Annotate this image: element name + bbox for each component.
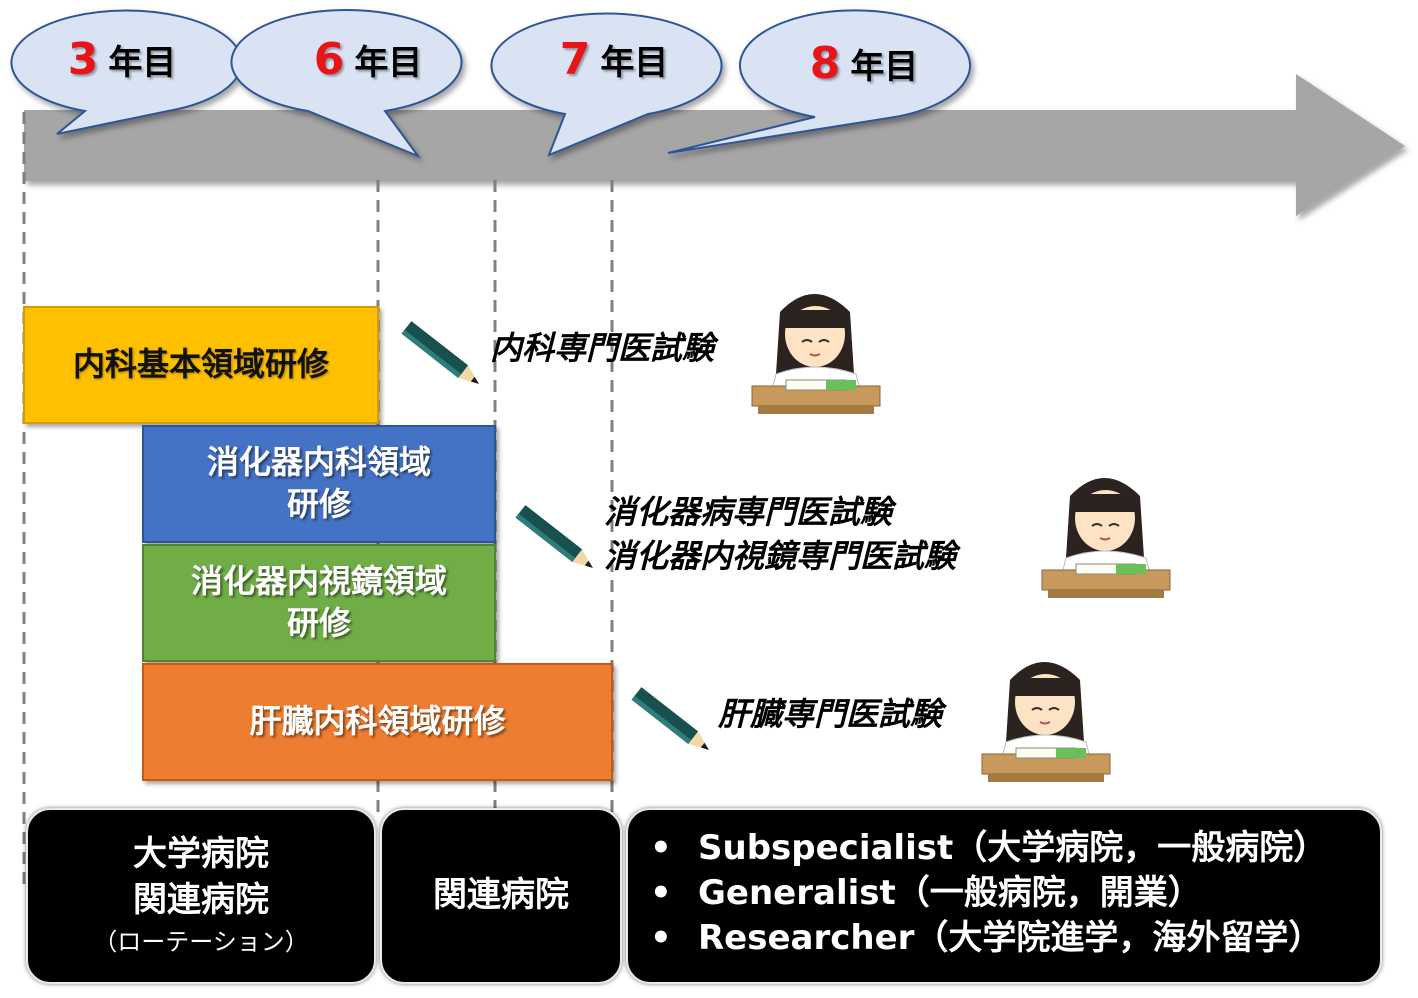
year-label-3: 3 年目 bbox=[52, 34, 192, 85]
year-number: 7 bbox=[560, 34, 591, 85]
training-endoscopy-label: 消化器内視鏡領域 研修 bbox=[191, 561, 447, 644]
year-unit: 年目 bbox=[850, 39, 918, 88]
student-studying-icon bbox=[1042, 478, 1170, 598]
training-basic-label: 内科基本領域研修 bbox=[73, 344, 329, 386]
career-list: • Subspecialist（大学病院，一般病院） • Generalist（… bbox=[650, 826, 1327, 961]
list-item: • Researcher（大学院進学，海外留学） bbox=[650, 916, 1327, 961]
year-unit: 年目 bbox=[600, 35, 668, 84]
year-number: 6 bbox=[314, 34, 345, 85]
year-number: 8 bbox=[810, 38, 841, 89]
list-item: • Generalist（一般病院，開業） bbox=[650, 871, 1327, 916]
student-studying-icon bbox=[752, 294, 880, 414]
list-item: • Subspecialist（大学病院，一般病院） bbox=[650, 826, 1327, 871]
year-label-7: 7 年目 bbox=[544, 34, 684, 85]
bullet: • bbox=[650, 826, 672, 871]
year-unit: 年目 bbox=[108, 35, 176, 84]
career-text: Researcher（大学院進学，海外留学） bbox=[698, 918, 1322, 958]
career-panel: • Subspecialist（大学病院，一般病院） • Generalist（… bbox=[626, 808, 1382, 984]
exam-gastro: 消化器病専門医試験 消化器内視鏡専門医試験 bbox=[604, 490, 956, 578]
year-label-8: 8 年目 bbox=[794, 38, 934, 89]
bullet: • bbox=[650, 871, 672, 916]
exam-internal: 内科専門医試験 bbox=[490, 326, 714, 370]
training-basic-internal: 内科基本領域研修 bbox=[23, 306, 379, 424]
place-middle-line1: 関連病院 bbox=[433, 873, 569, 919]
place-early-line2: 関連病院 bbox=[133, 878, 269, 924]
year-label-6: 6 年目 bbox=[298, 34, 438, 85]
pencil-icon bbox=[632, 687, 714, 756]
place-early-line1: 大学病院 bbox=[133, 832, 269, 878]
year-number: 3 bbox=[68, 34, 99, 85]
year-unit: 年目 bbox=[354, 35, 422, 84]
student-studying-icon bbox=[982, 662, 1110, 782]
career-text: Subspecialist（大学病院，一般病院） bbox=[698, 828, 1327, 868]
exam-liver: 肝臓専門医試験 bbox=[718, 692, 942, 736]
training-liver-label: 肝臓内科領域研修 bbox=[249, 701, 505, 743]
training-endoscopy: 消化器内視鏡領域 研修 bbox=[142, 544, 496, 662]
bullet: • bbox=[650, 916, 672, 961]
pencil-icon bbox=[516, 505, 598, 574]
training-gastro: 消化器内科領域 研修 bbox=[142, 425, 496, 543]
training-gastro-label: 消化器内科領域 研修 bbox=[207, 442, 431, 525]
place-panel-middle: 関連病院 bbox=[380, 808, 622, 984]
career-text: Generalist（一般病院，開業） bbox=[698, 873, 1202, 913]
place-early-note: （ローテーション） bbox=[93, 924, 309, 960]
pencil-icon bbox=[402, 321, 484, 390]
training-liver: 肝臓内科領域研修 bbox=[142, 663, 613, 781]
place-panel-early: 大学病院 関連病院 （ローテーション） bbox=[26, 808, 376, 984]
